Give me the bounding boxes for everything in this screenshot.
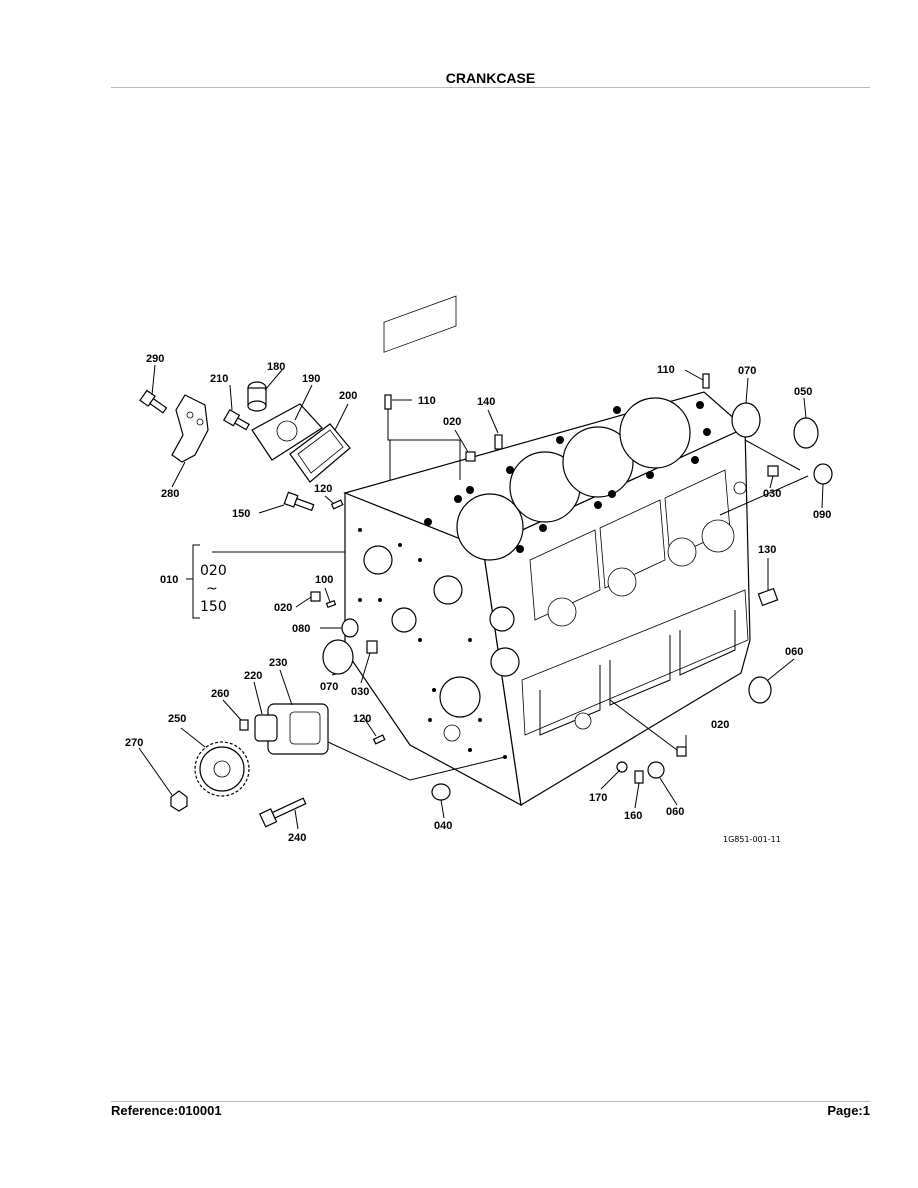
callout-100: 100 (315, 574, 333, 586)
callout-040: 040 (434, 820, 452, 832)
callout-220: 220 (244, 670, 262, 682)
callout-070-top: 070 (738, 365, 756, 377)
callout-060-bottom: 060 (666, 806, 684, 818)
callout-020-bottom: 020 (711, 719, 729, 731)
callout-020-top: 020 (443, 416, 461, 428)
reference-label: Reference:010001 (111, 1103, 222, 1118)
callout-050: 050 (794, 386, 812, 398)
callout-180: 180 (267, 361, 285, 373)
callout-020-mid: 020 (274, 602, 292, 614)
callout-200: 200 (339, 390, 357, 402)
callout-230: 230 (269, 657, 287, 669)
callout-060-right: 060 (785, 646, 803, 658)
callout-010: 010 (160, 574, 178, 586)
leader-lines (138, 364, 824, 830)
header-divider (111, 87, 870, 88)
callout-130: 130 (758, 544, 776, 556)
group-range-to: 150 (200, 599, 227, 615)
crankcase-block (343, 295, 751, 807)
callout-030-right: 030 (763, 488, 781, 500)
callout-090: 090 (813, 509, 831, 521)
callout-190: 190 (302, 373, 320, 385)
callout-260: 260 (211, 688, 229, 700)
callout-030-bottom: 030 (351, 686, 369, 698)
page-title: CRANKCASE (445, 70, 536, 86)
callout-120-top: 120 (314, 483, 332, 495)
callout-110-right: 110 (657, 364, 675, 376)
figure-id: 1G851-001-11 (723, 835, 781, 844)
callout-labels: 290 180 210 190 200 110 140 020 110 070 … (125, 353, 831, 844)
group-range: 020 ~ 150 (200, 563, 227, 615)
callout-290: 290 (146, 353, 164, 365)
callout-240: 240 (288, 832, 306, 844)
page-number: Page:1 (827, 1103, 870, 1118)
callout-150: 150 (232, 508, 250, 520)
callout-140: 140 (477, 396, 495, 408)
callout-120-bottom: 120 (353, 713, 371, 725)
group-range-sep: ~ (206, 581, 218, 597)
callout-250: 250 (168, 713, 186, 725)
parts (139, 373, 833, 828)
group-range-from: 020 (200, 563, 227, 579)
callout-170: 170 (589, 792, 607, 804)
callout-280: 280 (161, 488, 179, 500)
footer-divider (111, 1101, 870, 1102)
callout-160: 160 (624, 810, 642, 822)
callout-210: 210 (210, 373, 228, 385)
callout-110-left: 110 (418, 395, 436, 407)
callout-270: 270 (125, 737, 143, 749)
callout-070-bottom: 070 (320, 681, 338, 693)
callout-080: 080 (292, 623, 310, 635)
